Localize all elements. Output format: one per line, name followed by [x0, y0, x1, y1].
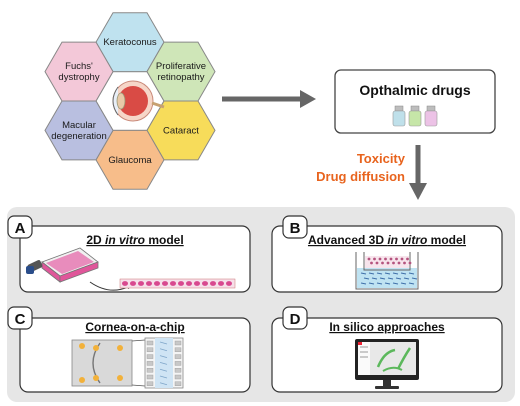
cell-monolayer	[119, 278, 236, 289]
disease-hexagon-cluster: KeratoconusProliferativeretinopathyCatar…	[44, 12, 216, 190]
hex-proliferative-retinopathy-label: retinopathy	[157, 72, 204, 83]
hex-fuchs-dystrophy-label: dystrophy	[58, 72, 99, 83]
hex-cataract-label: Cataract	[163, 125, 199, 136]
hex-fuchs-dystrophy: Fuchs'dystrophy	[44, 41, 114, 102]
panel-d: D In silico approaches	[271, 306, 503, 393]
panel-b: B Advanced 3D in vitro model	[271, 215, 503, 293]
panel-a-title: 2D in vitro model	[86, 233, 183, 247]
panel-c: C Cornea-on-a-chip	[7, 306, 251, 393]
hex-keratoconus-label: Keratoconus	[103, 37, 157, 48]
panel-c-title: Cornea-on-a-chip	[85, 320, 184, 334]
panel-a-letter: A	[15, 220, 26, 237]
panel-b-letter: B	[290, 220, 301, 237]
effect-drug-diffusion: Drug diffusion	[316, 169, 405, 184]
panel-a: A 2D in vitro model	[7, 215, 251, 293]
hex-glaucoma-label: Glaucoma	[108, 155, 152, 166]
hex-fuchs-dystrophy-label: Fuchs'	[65, 61, 93, 72]
hex-macular-degeneration-label: degeneration	[51, 131, 106, 142]
panel-d-letter: D	[290, 311, 301, 328]
panel-b-title: Advanced 3D in vitro model	[308, 233, 466, 247]
panel-c-letter: C	[15, 311, 26, 328]
ophthalmic-drugs-box: Opthalmic drugs	[334, 69, 496, 134]
hex-macular-degeneration-label: Macular	[62, 120, 96, 131]
microfluidic-chip-icon	[71, 337, 184, 389]
effect-toxicity: Toxicity	[357, 151, 406, 166]
culture-flask-icon	[26, 247, 99, 283]
monolayer-cells	[122, 281, 232, 286]
panel-d-title: In silico approaches	[329, 320, 445, 334]
hex-proliferative-retinopathy-label: Proliferative	[156, 61, 206, 72]
arrow-to-drugs	[222, 90, 316, 108]
ophthalmic-drugs-title: Opthalmic drugs	[359, 82, 470, 98]
eye-icon	[112, 80, 165, 122]
drug-vials-icon	[392, 105, 438, 127]
transwell-insert-icon	[355, 252, 419, 290]
arrow-to-models	[409, 145, 427, 200]
computer-monitor-icon	[355, 339, 419, 389]
